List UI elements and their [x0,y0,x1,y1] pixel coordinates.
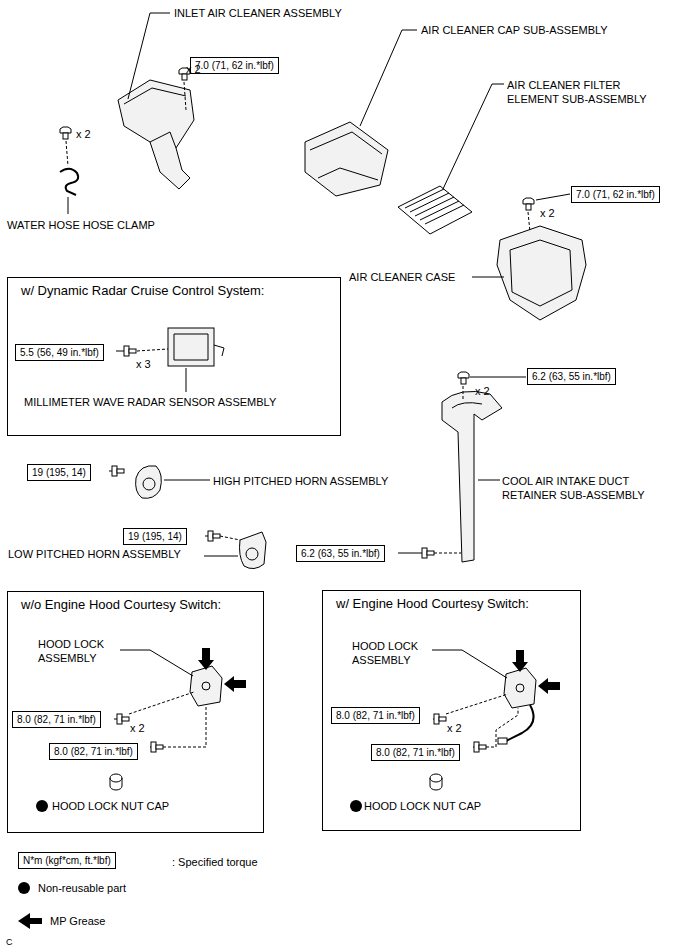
torque-box: 19 (195, 14) [27,464,91,481]
air-cleaner-cap-drawing [305,30,417,196]
part-name: COOL AIR INTAKE DUCT RETAINER SUB-ASSEMB… [502,474,674,502]
torque-value: 7.0 (71, 62 in.*lbf) [576,188,655,201]
water-hose-clamp-drawing [60,127,78,214]
air-cleaner-case-drawing [472,194,586,320]
variant-group-box: w/ Engine Hood Courtesy Switch: 8.0 (82, … [322,590,581,831]
part-name: HOOD LOCK ASSEMBLY [352,639,432,667]
part-name: AIR CLEANER FILTER ELEMENT SUB-ASSEMBLY [507,78,675,106]
torque-value: 8.0 (82, 71 in.*lbf) [376,746,455,759]
torque-box: 8.0 (82, 71 in.*lbf) [371,744,460,761]
high-horn-drawing [109,466,210,499]
quantity-mark: x 2 [76,127,91,141]
quantity-mark: x 2 [475,384,490,398]
torque-value: 6.2 (63, 55 in.*lbf) [301,547,380,560]
quantity-mark: x 2 [130,721,145,735]
group-title: w/o Engine Hood Courtesy Switch: [8,592,263,613]
torque-box: 5.5 (56, 49 in.*lbf) [15,344,104,361]
part-name: AIR CLEANER CAP SUB-ASSEMBLY [421,23,608,37]
torque-value: 19 (195, 14) [128,530,182,543]
legend-text: : Specified torque [172,855,258,869]
torque-box: 7.0 (71, 62 in.*lbf) [571,186,660,203]
part-name: INLET AIR CLEANER ASSEMBLY [174,6,342,20]
figure-code: C [6,935,13,949]
torque-box: 8.0 (82, 71 in.*lbf) [12,711,101,728]
torque-legend-box: N*m (kgf*cm, ft.*lbf) [18,852,116,869]
torque-value: N*m (kgf*cm, ft.*lbf) [23,854,111,867]
radar-sensor-drawing [116,328,224,392]
torque-box: 19 (195, 14) [123,528,187,545]
part-name: HOOD LOCK NUT CAP [364,799,481,813]
torque-value: 19 (195, 14) [32,466,86,479]
legend-text: MP Grease [50,914,105,928]
duct-retainer-drawing [398,372,526,562]
quantity-mark: x 2 [540,206,555,220]
group-title: w/ Engine Hood Courtesy Switch: [323,591,580,612]
part-name: WATER HOSE HOSE CLAMP [7,218,155,232]
air-filter-drawing [398,84,504,234]
part-name: LOW PITCHED HORN ASSEMBLY [8,547,181,561]
hood-lock-drawing [110,650,222,790]
part-name: HOOD LOCK ASSEMBLY [38,637,118,665]
torque-value: 5.5 (56, 49 in.*lbf) [20,346,99,359]
group-title: w/ Dynamic Radar Cruise Control System: [8,278,340,299]
quantity-mark: x 2 [186,62,201,76]
part-name: HOOD LOCK NUT CAP [52,799,169,813]
torque-value: 8.0 (82, 71 in.*lbf) [336,709,415,722]
legend-text: Non-reusable part [38,881,126,895]
variant-group-box: w/ Dynamic Radar Cruise Control System: 5… [7,277,341,436]
torque-box: 8.0 (82, 71 in.*lbf) [331,707,420,724]
torque-value: 7.0 (71, 62 in.*lbf) [195,59,274,72]
torque-box: 7.0 (71, 62 in.*lbf) [190,57,279,74]
part-name: HIGH PITCHED HORN ASSEMBLY [213,474,388,488]
variant-group-box: w/o Engine Hood Courtesy Switch: 8.0 (82,… [7,591,264,833]
torque-value: 8.0 (82, 71 in.*lbf) [17,713,96,726]
torque-box: 6.2 (63, 55 in.*lbf) [296,545,385,562]
quantity-mark: x 3 [136,357,151,371]
torque-box: 8.0 (82, 71 in.*lbf) [49,743,138,760]
quantity-mark: x 2 [447,721,462,735]
part-name: AIR CLEANER CASE [349,270,455,284]
part-name: MILLIMETER WAVE RADAR SENSOR ASSEMBLY [24,395,276,409]
torque-value: 6.2 (63, 55 in.*lbf) [532,370,611,383]
low-horn-drawing [204,531,266,569]
inlet-air-cleaner-drawing [118,13,194,189]
hood-lock-switch-drawing [430,650,536,790]
grease-and-part-marks [18,648,560,929]
torque-value: 8.0 (82, 71 in.*lbf) [54,745,133,758]
torque-box: 6.2 (63, 55 in.*lbf) [527,368,616,385]
